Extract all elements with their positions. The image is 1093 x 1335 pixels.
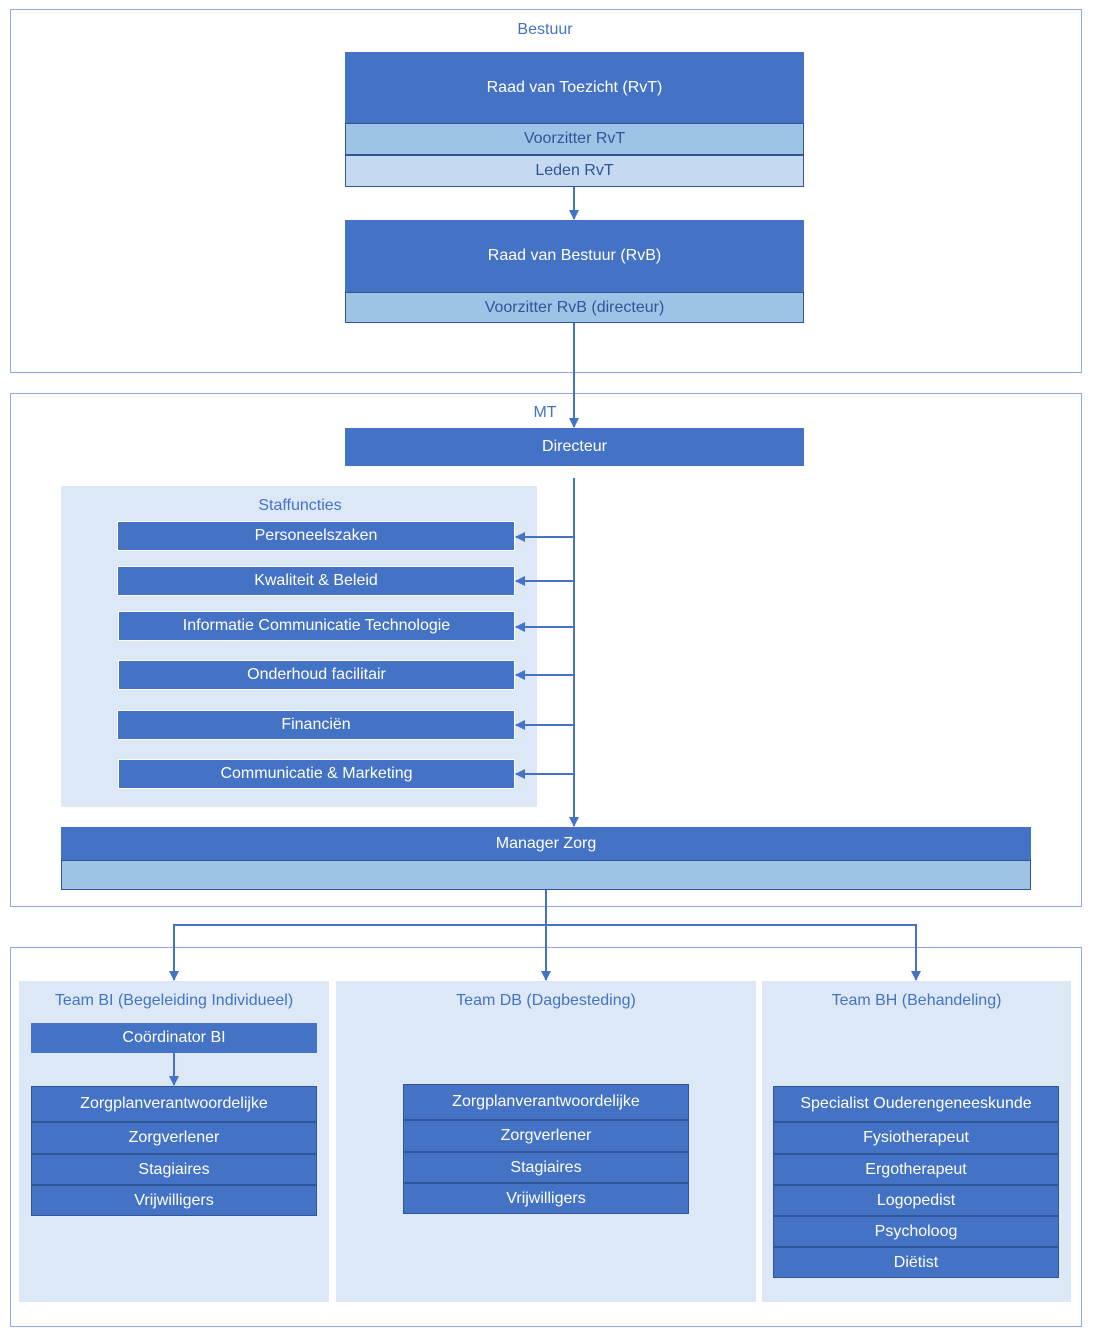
mt-title: MT — [533, 404, 557, 421]
staff-title: Staffuncties — [258, 497, 342, 514]
bh-role-ergotherapeut: Ergotherapeut — [773, 1154, 1059, 1185]
bh-role-specialist-ouderengeneeskunde: Specialist Ouderengeneeskunde — [773, 1086, 1059, 1122]
manager-box: Manager Zorg — [61, 827, 1031, 860]
bi-role-zorgplanverantwoordelijke: Zorgplanverantwoordelijke — [31, 1086, 317, 1122]
staff-item-kwaliteit-beleid: Kwaliteit & Beleid — [117, 566, 515, 596]
rvt-members-box: Leden RvT — [345, 155, 804, 187]
bi-coordinator-box: Coördinator BI — [31, 1023, 317, 1053]
db-role-stagiaires: Stagiaires — [403, 1152, 689, 1183]
rvb-title-box: Raad van Bestuur (RvB) — [345, 220, 804, 292]
team-bh-title: Team BH (Behandeling) — [831, 992, 1002, 1009]
staff-item-communicatie-marketing: Communicatie & Marketing — [118, 759, 515, 789]
bh-role-dietist: Diëtist — [773, 1247, 1059, 1278]
bh-role-psycholoog: Psycholoog — [773, 1216, 1059, 1247]
bh-role-fysiotherapeut: Fysiotherapeut — [773, 1122, 1059, 1154]
bi-role-vrijwilligers: Vrijwilligers — [31, 1185, 317, 1216]
team-bi-title: Team BI (Begeleiding Individueel) — [54, 992, 294, 1009]
team-db-title: Team DB (Dagbesteding) — [456, 992, 636, 1009]
rvt-title-box: Raad van Toezicht (RvT) — [345, 52, 804, 123]
staff-item-financien: Financiën — [117, 710, 515, 740]
db-role-vrijwilligers: Vrijwilligers — [403, 1183, 689, 1214]
bh-role-logopedist: Logopedist — [773, 1185, 1059, 1216]
rvb-chair-box: Voorzitter RvB (directeur) — [345, 292, 804, 323]
staff-item-ict: Informatie Communicatie Technologie — [118, 611, 515, 641]
bi-role-stagiaires: Stagiaires — [31, 1154, 317, 1185]
staff-item-onderhoud: Onderhoud facilitair — [118, 660, 515, 690]
db-role-zorgplanverantwoordelijke: Zorgplanverantwoordelijke — [403, 1084, 689, 1120]
db-role-zorgverlener: Zorgverlener — [403, 1120, 689, 1152]
staff-item-personeelszaken: Personeelszaken — [117, 521, 515, 551]
bestuur-title: Bestuur — [517, 21, 573, 38]
bi-role-zorgverlener: Zorgverlener — [31, 1122, 317, 1154]
rvt-chair-box: Voorzitter RvT — [345, 123, 804, 155]
director-box: Directeur — [345, 428, 804, 466]
manager-sub-box — [61, 860, 1031, 890]
